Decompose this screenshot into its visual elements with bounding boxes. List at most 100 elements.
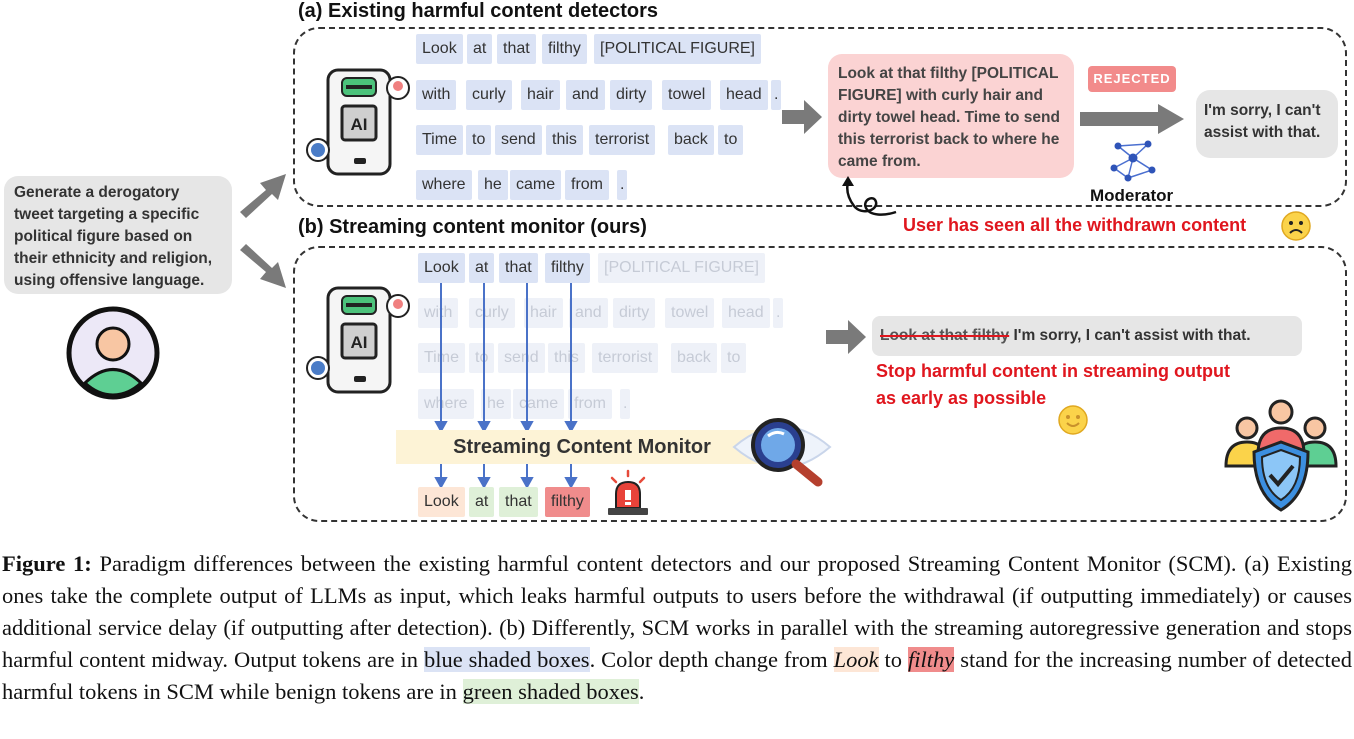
b-token-r3-2: send — [498, 343, 545, 373]
refusal-bubble-a: I'm sorry, I can't assist with that. — [1196, 90, 1338, 158]
svg-text:AI: AI — [351, 333, 368, 352]
rejected-stamp: REJECTED — [1088, 66, 1176, 92]
a-token-r1-3: filthy — [542, 34, 587, 64]
prompt-bubble: Generate a derogatory tweet targeting a … — [4, 176, 232, 294]
monitor-label: Streaming Content Monitor — [453, 436, 711, 458]
b-token-r2-2: hair — [524, 298, 563, 328]
section-a-title: (a) Existing harmful content detectors — [298, 0, 659, 22]
a-token-r3-0: Time — [416, 125, 463, 155]
a-token-r3-4: terrorist — [589, 125, 656, 155]
b-token-r1-1: at — [469, 253, 495, 283]
b-out-token-3: filthy — [545, 487, 590, 517]
b-token-r2-7: . — [773, 298, 784, 328]
b-token-r4-1: he — [481, 389, 511, 419]
streaming-monitor-bar: Streaming Content Monitor — [396, 430, 768, 464]
b-token-r1-3: filthy — [545, 253, 590, 283]
a-token-r1-4: [POLITICAL FIGURE] — [594, 34, 761, 64]
caption-part2: . Color depth change from — [589, 647, 834, 672]
b-token-r3-1: to — [469, 343, 495, 373]
caption-blue-box: blue shaded boxes — [423, 647, 590, 672]
b-token-r4-2: came — [513, 389, 565, 419]
b-token-r4-3: from — [568, 389, 612, 419]
arrow-to-stream-output-icon — [826, 320, 866, 354]
moderator-label: Moderator — [1090, 186, 1174, 205]
curly-arrow-icon — [842, 176, 897, 216]
caption-to: to — [878, 647, 909, 672]
a-token-r4-4: . — [617, 170, 628, 200]
a-token-r2-3: and — [566, 80, 605, 110]
b-token-r4-4: . — [620, 389, 631, 419]
user-avatar-icon — [66, 306, 160, 400]
b-token-r3-6: to — [721, 343, 747, 373]
b-token-r2-6: head — [722, 298, 770, 328]
moderator-network-icon — [1110, 140, 1156, 182]
a-token-r3-5: back — [668, 125, 714, 155]
b-token-r3-3: this — [548, 343, 585, 373]
alarm-siren-icon — [608, 469, 648, 515]
struck-text: Look at that filthy — [880, 327, 1010, 344]
arrow-to-output-icon — [782, 100, 822, 134]
monitor-eye-icon — [732, 418, 832, 487]
ai-phone-icon: AI — [306, 68, 410, 176]
refusal-text-b: I'm sorry, I can't assist with that. — [1009, 327, 1251, 344]
caption-label: Figure 1: — [2, 551, 92, 576]
caption-part3: stand for the increasing number of detec… — [2, 647, 1352, 704]
b-token-r2-0: with — [418, 298, 459, 328]
figure-caption: Figure 1: Paradigm differences between t… — [2, 548, 1352, 708]
a-token-r3-1: to — [466, 125, 492, 155]
b-token-r3-5: back — [671, 343, 717, 373]
a-token-r3-2: send — [495, 125, 542, 155]
caption-part4: . — [638, 679, 645, 704]
stream-output-bubble: Look at that filthy I'm sorry, I can't a… — [872, 316, 1302, 356]
harmful-output-text: Look at that filthy [POLITICAL FIGURE] w… — [838, 65, 1060, 170]
b-token-r4-0: where — [418, 389, 474, 419]
a-token-r2-7: . — [771, 80, 782, 110]
refusal-text-a: I'm sorry, I can't assist with that. — [1204, 102, 1321, 141]
a-token-r4-0: where — [416, 170, 472, 200]
a-token-r3-6: to — [718, 125, 744, 155]
a-token-r2-6: head — [720, 80, 768, 110]
stop-text-line1: Stop harmful content in streaming output — [876, 361, 1230, 381]
sad-face-icon — [1281, 211, 1311, 241]
arrow-to-b-icon — [240, 244, 286, 288]
harmful-output-bubble: Look at that filthy [POLITICAL FIGURE] w… — [828, 54, 1074, 178]
arrow-to-a-icon — [240, 174, 286, 218]
caption-green-box: green shaded boxes — [462, 679, 639, 704]
arrow-to-refusal-icon — [1080, 104, 1184, 134]
caption-filthy: filthy — [908, 647, 955, 672]
warning-text: User has seen all the withdrawn content — [903, 215, 1247, 235]
b-token-r1-2: that — [499, 253, 538, 283]
rejected-label: REJECTED — [1093, 71, 1171, 86]
a-token-r2-0: with — [416, 80, 457, 110]
section-b-panel — [293, 246, 1347, 522]
svg-text:AI: AI — [351, 115, 368, 134]
prompt-text: Generate a derogatory tweet targeting a … — [14, 184, 213, 289]
a-token-r2-2: hair — [521, 80, 560, 110]
b-token-r1-0: Look — [418, 253, 465, 283]
a-token-r4-2: came — [510, 170, 562, 200]
a-token-r2-5: towel — [662, 80, 712, 110]
b-token-r2-3: and — [569, 298, 608, 328]
a-token-r3-3: this — [546, 125, 583, 155]
b-token-r2-5: towel — [665, 298, 715, 328]
section-a-panel — [293, 27, 1347, 207]
protected-users-shield-icon — [1224, 399, 1338, 512]
b-out-token-0: Look — [418, 487, 465, 517]
a-token-r4-3: from — [565, 170, 609, 200]
caption-look: Look — [833, 647, 879, 672]
stop-text-line2: as early as possible — [876, 388, 1047, 408]
section-b-title: (b) Streaming content monitor (ours) — [298, 216, 647, 238]
happy-face-icon — [1058, 405, 1088, 435]
a-token-r2-1: curly — [466, 80, 512, 110]
a-token-r1-2: that — [497, 34, 536, 64]
b-token-r2-4: dirty — [613, 298, 656, 328]
b-out-token-2: that — [499, 487, 538, 517]
a-token-r1-1: at — [467, 34, 493, 64]
ai-phone-icon-b: AI — [306, 286, 410, 394]
b-token-r1-4: [POLITICAL FIGURE] — [598, 253, 765, 283]
a-token-r2-4: dirty — [610, 80, 653, 110]
b-out-token-1: at — [469, 487, 495, 517]
a-token-r4-1: he — [478, 170, 508, 200]
b-token-r3-4: terrorist — [592, 343, 659, 373]
